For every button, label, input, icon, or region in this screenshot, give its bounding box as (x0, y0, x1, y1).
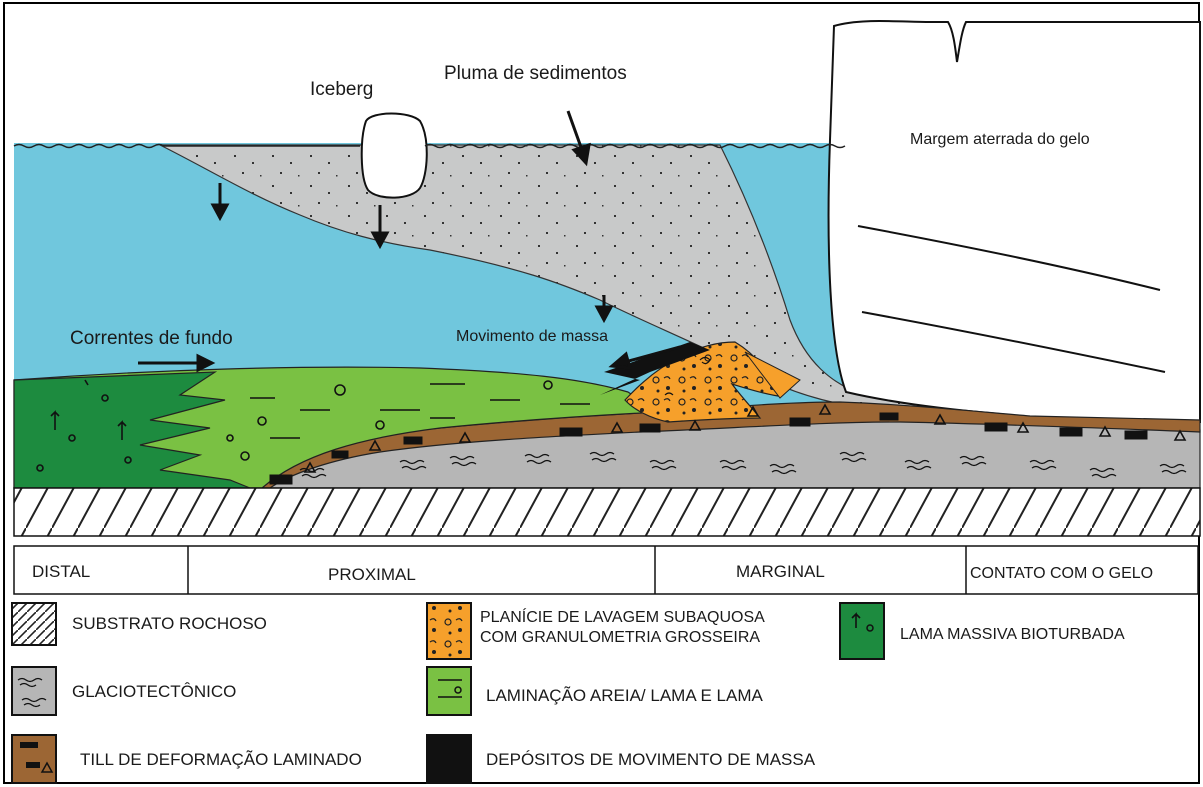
legend-text-till: TILL DE DEFORMAÇÃO LAMINADO (80, 750, 362, 769)
legend-text-outwash: PLANÍCIE DE LAVAGEM SUBAQUOSA COM GRANUL… (480, 609, 765, 646)
zone-proximal: PROXIMAL (328, 565, 416, 584)
legend-text-lamination: LAMINAÇÃO AREIA/ LAMA E LAMA (486, 686, 763, 705)
glaciotectonic-symbols (299, 451, 1187, 479)
zone-ice-contact: CONTATO COM O GELO (970, 565, 1154, 582)
swatch-lamination (426, 666, 472, 716)
swatch-bioturbated (839, 602, 885, 660)
label-plume: Pluma de sedimentos (444, 63, 627, 84)
swatch-outwash (426, 602, 472, 660)
legend-text-bioturbated: LAMA MASSIVA BIOTURBADA (900, 626, 1125, 643)
bioturbation-symbols (36, 379, 132, 472)
iceberg-shape (360, 112, 428, 199)
outwash-fan (624, 341, 779, 423)
label-iceberg: Iceberg (310, 79, 374, 100)
till-symbols (269, 403, 1187, 485)
zone-marginal: MARGINAL (736, 562, 825, 581)
water-surface (13, 143, 846, 149)
mass-movement-deposit (600, 342, 710, 395)
sediment-plume (159, 144, 951, 413)
bedrock-band (13, 487, 1201, 537)
zone-distal: DISTAL (32, 562, 91, 581)
swatch-glaciotectonic (11, 666, 57, 716)
swatch-substrate (11, 602, 57, 646)
lamination-symbols (226, 380, 590, 461)
legend-text-mass: DEPÓSITOS DE MOVIMENTO DE MASSA (486, 750, 816, 769)
legend-text-substrate: SUBSTRATO ROCHOSO (72, 614, 267, 633)
label-ice-margin: Margem aterrada do gelo (910, 131, 1090, 148)
label-mass-movement: Movimento de massa (456, 328, 609, 345)
swatch-till (11, 734, 57, 784)
process-arrows (138, 110, 681, 373)
legend-text-glaciotectonic: GLACIOTECTÔNICO (72, 682, 237, 701)
ice-margin-shape (827, 20, 1201, 424)
zone-table (13, 545, 1199, 595)
label-currents: Correntes de fundo (70, 328, 233, 349)
swatch-mass (426, 734, 472, 784)
